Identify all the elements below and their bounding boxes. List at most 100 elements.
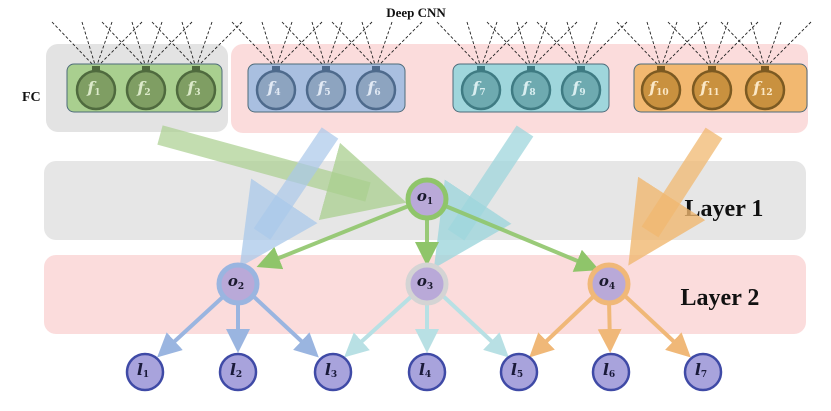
dash-line bbox=[361, 21, 377, 69]
root-node-label-sub: 1 bbox=[427, 197, 433, 207]
node-circle bbox=[683, 352, 723, 392]
leaf-node-label-sub: 6 bbox=[609, 370, 615, 380]
leaf-node-label-base: l bbox=[603, 360, 609, 379]
node-circle bbox=[125, 69, 167, 111]
fc-node-label-sub: 7 bbox=[479, 88, 485, 98]
leaf-node-label-base: l bbox=[137, 360, 143, 379]
edge-o3-l3 bbox=[344, 293, 415, 358]
fc-node-label: f10 bbox=[648, 78, 668, 98]
leaf-node-l5: l5 bbox=[499, 352, 539, 392]
fc-node-f3: f3 bbox=[175, 66, 217, 111]
dash-line bbox=[764, 21, 812, 69]
fc-node-label: f3 bbox=[186, 78, 200, 98]
leaf-node-l6: l6 bbox=[591, 352, 631, 392]
dash-line bbox=[580, 21, 598, 69]
leaf-node-l2: l2 bbox=[218, 352, 258, 392]
node-cap bbox=[372, 66, 380, 71]
leaf-node-label-base: l bbox=[230, 360, 236, 379]
dash-line bbox=[375, 21, 423, 69]
fc-node-label-sub: 2 bbox=[144, 88, 150, 98]
layer2-node-o2: o2 bbox=[216, 262, 260, 306]
node-circle bbox=[499, 352, 539, 392]
edge-o4-l6 bbox=[597, 299, 622, 353]
edge-o1-o2 bbox=[256, 203, 412, 270]
fc-node-f1: f1 bbox=[75, 66, 117, 111]
group2-arrow bbox=[239, 127, 339, 268]
edge-o3-l5 bbox=[440, 293, 509, 358]
root-node-layer: o1 bbox=[405, 177, 449, 221]
dash-line bbox=[145, 21, 193, 69]
dash-line bbox=[275, 21, 293, 69]
layer2-node-label-sub: 4 bbox=[609, 282, 615, 292]
leaf-edges bbox=[157, 293, 691, 358]
dash-line bbox=[480, 21, 528, 69]
dash-line bbox=[331, 21, 377, 69]
leaf-node-label-sub: 7 bbox=[701, 370, 707, 380]
dash-line bbox=[530, 21, 578, 69]
layer2-node-label-base: o bbox=[599, 272, 609, 290]
layer2-node-label: o3 bbox=[417, 272, 433, 292]
fc-node-label: f11 bbox=[699, 78, 719, 98]
dash-line bbox=[580, 21, 628, 69]
dash-line bbox=[660, 21, 678, 69]
leaf-node-label-base: l bbox=[695, 360, 701, 379]
dash-line bbox=[195, 21, 213, 69]
fc-node-f12: f12 bbox=[744, 66, 786, 111]
dash-line bbox=[95, 21, 143, 69]
dash-line bbox=[536, 21, 582, 69]
fc-label: FC bbox=[22, 90, 41, 105]
dash-line bbox=[131, 21, 147, 69]
leaf-node-label: l5 bbox=[511, 360, 523, 380]
fc-node-label-sub: 12 bbox=[760, 88, 773, 98]
group-arrows bbox=[157, 125, 723, 269]
dash-line bbox=[81, 21, 97, 69]
fc-node-label: f12 bbox=[752, 78, 772, 98]
fc-node-label: f8 bbox=[521, 78, 535, 98]
group4-arrow bbox=[628, 127, 723, 266]
leaf-node-l1: l1 bbox=[125, 352, 165, 392]
fc-node-label: f2 bbox=[136, 78, 150, 98]
leaf-node-label-sub: 3 bbox=[331, 370, 337, 380]
dash-line bbox=[750, 21, 766, 69]
layer2-node-o4: o4 bbox=[587, 262, 631, 306]
node-circle bbox=[355, 69, 397, 111]
dash-line bbox=[466, 21, 482, 69]
leaf-node-label: l6 bbox=[603, 360, 615, 380]
fc-node-label-sub: 1 bbox=[94, 88, 100, 98]
dash-line bbox=[697, 21, 713, 69]
dash-line bbox=[145, 21, 163, 69]
dash-line bbox=[530, 21, 548, 69]
leaf-node-label-base: l bbox=[325, 360, 331, 379]
node-circle bbox=[587, 262, 631, 306]
leaf-node-label: l3 bbox=[325, 360, 337, 380]
dash-line bbox=[95, 21, 113, 69]
layer2-node-label-base: o bbox=[228, 272, 238, 290]
edge-o1-o4 bbox=[442, 203, 600, 272]
fc-node-label: f6 bbox=[366, 78, 380, 98]
dash-line bbox=[375, 21, 393, 69]
node-circle bbox=[305, 69, 347, 111]
leaf-node-label: l4 bbox=[419, 360, 431, 380]
node-circle bbox=[125, 352, 165, 392]
dash-line bbox=[231, 21, 277, 69]
layer2-label: Layer 2 bbox=[681, 285, 760, 311]
fc-node-label-sub: 6 bbox=[374, 88, 380, 98]
node-circle bbox=[460, 69, 502, 111]
fc-node-label: f5 bbox=[316, 78, 330, 98]
node-circle bbox=[216, 262, 260, 306]
leaf-node-label: l7 bbox=[695, 360, 707, 380]
node-circle bbox=[640, 69, 682, 111]
fc-node-f8: f8 bbox=[510, 66, 552, 111]
dash-line bbox=[181, 21, 197, 69]
dash-line bbox=[151, 21, 197, 69]
fc-node-label-sub: 8 bbox=[529, 88, 535, 98]
fc-node-label-base: f bbox=[266, 78, 277, 97]
fc-node-label-sub: 11 bbox=[707, 88, 720, 98]
dash-line bbox=[51, 21, 97, 69]
fc-node-label-sub: 10 bbox=[656, 88, 669, 98]
edge-o2-l3 bbox=[250, 293, 319, 358]
fc-node-label-base: f bbox=[521, 78, 532, 97]
